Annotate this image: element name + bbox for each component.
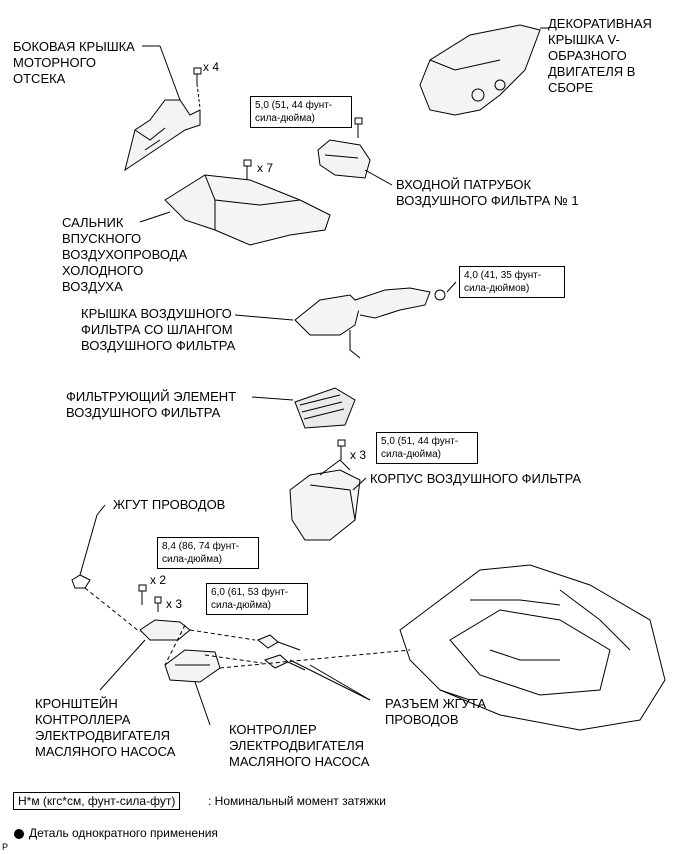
engine-compartment-side-cover bbox=[124, 99, 201, 172]
label-v-engine-cover: ДЕКОРАТИВНАЯ КРЫШКА V- ОБРАЗНОГО ДВИГАТЕ… bbox=[548, 16, 652, 95]
air-cleaner-inlet bbox=[317, 139, 371, 179]
label-inlet: ВХОДНОЙ ПАТРУБОК ВОЗДУШНОГО ФИЛЬТРА № 1 bbox=[396, 177, 579, 208]
torque-box: 5,0 (51, 44 фунт- сила-дюйма) bbox=[250, 96, 352, 128]
label-harness-connector: РАЗЪЕМ ЖГУТА ПРОВОДОВ bbox=[385, 696, 487, 727]
vehicle-engine-bay bbox=[399, 564, 666, 731]
torque-box: 4,0 (41, 35 фунт- сила-дюймов) bbox=[459, 266, 565, 298]
oil-pump-motor-controller-bracket bbox=[139, 619, 191, 641]
wire-harness-connector bbox=[257, 634, 306, 671]
bolt-icon bbox=[138, 584, 147, 605]
quantity-label: x 4 bbox=[203, 60, 220, 74]
air-cleaner-case bbox=[289, 459, 361, 541]
quantity-label: x 2 bbox=[150, 573, 167, 587]
legend-unit-box: Н*м (кгс*см, фунт-сила-фут) bbox=[13, 792, 181, 810]
air-filter-cap-with-hose bbox=[294, 287, 446, 359]
bolt-icon bbox=[354, 117, 363, 138]
label-wire-harness: ЖГУТ ПРОВОДОВ bbox=[113, 497, 226, 512]
torque-box: 6,0 (61, 53 фунт- сила-дюйма) bbox=[206, 583, 308, 615]
label-controller-bracket: КРОНШТЕЙН КОНТРОЛЛЕРА ЭЛЕКТРОДВИГАТЕЛЯ М… bbox=[35, 696, 176, 759]
torque-box: 5,0 (51, 44 фунт- сила-дюйма) bbox=[376, 432, 478, 464]
corner-mark: P bbox=[2, 842, 9, 852]
label-side-cover: БОКОВАЯ КРЫШКА МОТОРНОГО ОТСЕКА bbox=[13, 39, 135, 86]
quantity-label: x 3 bbox=[350, 448, 367, 462]
oil-pump-motor-controller bbox=[164, 649, 221, 683]
bolt-icon bbox=[243, 159, 252, 180]
legend-single-use: Деталь однократного применения bbox=[29, 826, 218, 840]
quantity-label: x 3 bbox=[166, 597, 183, 611]
single-use-bullet-icon bbox=[14, 829, 24, 839]
label-air-cleaner-case: КОРПУС ВОЗДУШНОГО ФИЛЬТРА bbox=[370, 471, 582, 486]
torque-box: 8,4 (86, 74 фунт- сила-дюйма) bbox=[157, 537, 259, 569]
label-filter-cap: КРЫШКА ВОЗДУШНОГО ФИЛЬТРА СО ШЛАНГОМ ВОЗ… bbox=[81, 306, 236, 353]
v-engine-cover bbox=[419, 24, 541, 116]
bolt-icon bbox=[193, 67, 202, 84]
cold-air-intake-seal bbox=[164, 174, 331, 246]
label-motor-controller: КОНТРОЛЛЕР ЭЛЕКТРОДВИГАТЕЛЯ МАСЛЯНОГО НА… bbox=[229, 722, 370, 769]
bolt-icon bbox=[154, 596, 162, 612]
bolt-icon bbox=[337, 439, 346, 460]
label-filter-element: ФИЛЬТРУЮЩИЙ ЭЛЕМЕНТ ВОЗДУШНОГО ФИЛЬТРА bbox=[66, 389, 237, 420]
quantity-label: x 7 bbox=[257, 161, 274, 175]
air-filter-element bbox=[294, 387, 356, 429]
wire-harness bbox=[71, 504, 106, 589]
label-intake-seal: САЛЬНИК ВПУСКНОГО ВОЗДУХОПРОВОДА ХОЛОДНО… bbox=[62, 215, 188, 294]
legend-unit-description: : Номинальный момент затяжки bbox=[208, 794, 386, 808]
